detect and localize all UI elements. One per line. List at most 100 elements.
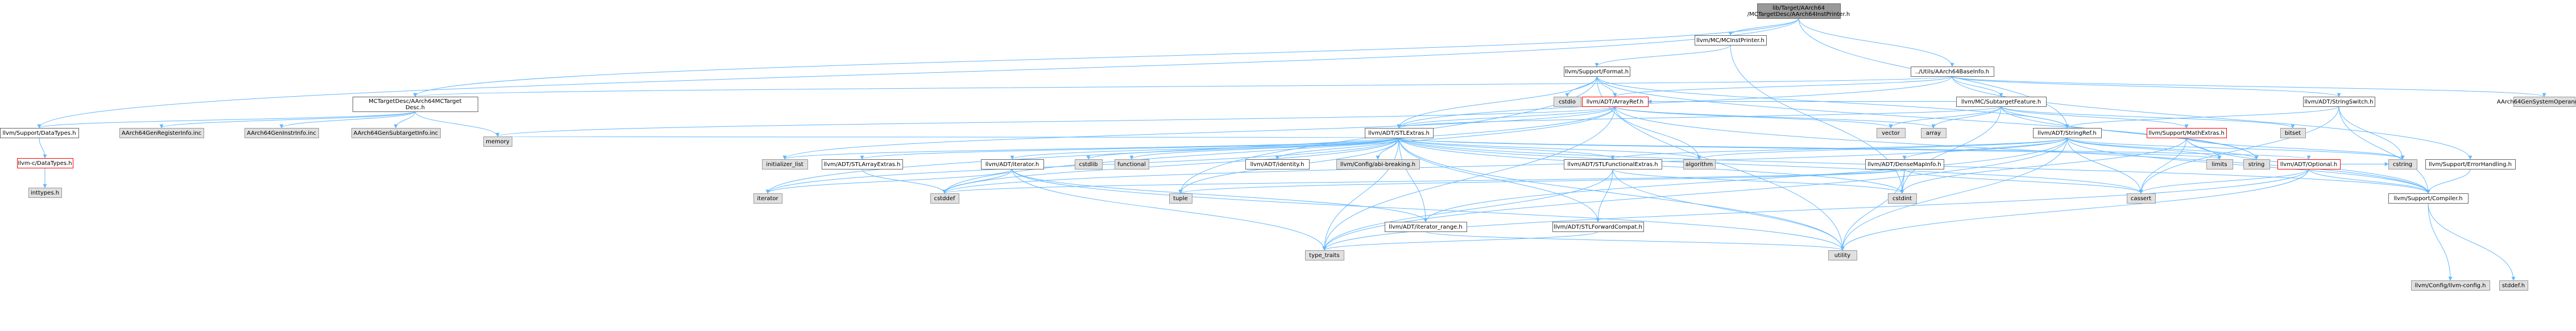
node-stringref[interactable]: llvm/ADT/StringRef.h — [2033, 128, 2102, 138]
node-cstdint[interactable]: cstdint — [1888, 193, 1917, 204]
node-label-tuple: tuple — [1173, 196, 1188, 202]
node-utility[interactable]: utility — [1828, 250, 1857, 260]
edge-densemapinfo-to-tuple — [1178, 168, 1905, 194]
node-iterator[interactable]: iterator — [753, 193, 782, 204]
node-label-mcinstprinter: llvm/MC/MCInstPrinter.h — [1696, 38, 1764, 44]
node-cassert[interactable]: cassert — [2127, 193, 2156, 204]
node-box-stlforward — [1552, 222, 1644, 232]
node-label-optional: llvm/ADT/Optional.h — [2280, 162, 2337, 168]
edge-format-to-string — [1596, 76, 2259, 160]
node-box-array — [1921, 128, 1947, 138]
node-mathextras[interactable]: llvm/Support/MathExtras.h — [2147, 128, 2227, 138]
node-label-stddef: stddef.h — [2502, 283, 2525, 289]
node-label-iteratorh: llvm/ADT/iterator.h — [985, 162, 1039, 168]
node-label-llvmdatatypes: llvm-c/DataTypes.h — [18, 160, 72, 167]
node-mcinstprinter[interactable]: llvm/MC/MCInstPrinter.h — [1695, 35, 1767, 45]
node-root[interactable]: lib/Target/AArch64/MCTargetDesc/AArch64I… — [1747, 3, 1850, 19]
node-stringswitch[interactable]: llvm/ADT/StringSwitch.h — [2303, 97, 2375, 107]
node-box-datatypes — [0, 128, 79, 138]
node-typetraits[interactable]: type_traits — [1305, 250, 1344, 260]
edge-basicinfo-to-stlextras — [1397, 76, 1953, 129]
edge-stlextras-to-stlfunctional — [1398, 137, 1615, 160]
node-label-arrayref: llvm/ADT/ArrayRef.h — [1587, 99, 1644, 105]
node-memory[interactable]: memory — [483, 136, 512, 147]
node-llvmconfig[interactable]: llvm/Config/llvm-config.h — [2411, 280, 2490, 291]
node-sysoperands[interactable]: AArch64GenSystemOperands.inc — [2497, 97, 2576, 107]
node-box-optional — [2277, 159, 2341, 169]
node-stlfunctional[interactable]: llvm/ADT/STLFunctionalExtras.h — [1564, 159, 1662, 169]
node-array[interactable]: array — [1921, 128, 1947, 138]
node-errorhandling[interactable]: llvm/Support/ErrorHandling.h — [2425, 159, 2516, 169]
edge-mathextras-to-limits — [2186, 137, 2222, 160]
edge-arrayref-to-array — [1614, 106, 1936, 129]
node-algorithm[interactable]: algorithm — [1683, 159, 1716, 169]
node-compiler[interactable]: llvm/Support/Compiler.h — [2388, 193, 2469, 204]
node-llvmdatatypes[interactable]: llvm-c/DataTypes.h — [17, 158, 73, 168]
node-stlarrayextras[interactable]: llvm/ADT/STLArrayExtras.h — [822, 159, 903, 169]
node-label-limits: limits — [2211, 162, 2227, 168]
node-cstdio[interactable]: cstdio — [1554, 97, 1581, 107]
node-genregisterinfo[interactable]: AArch64GenRegisterInfo.inc — [119, 128, 204, 138]
node-cstddef[interactable]: cstddef — [930, 193, 959, 204]
node-abibreaking[interactable]: llvm/Config/abi-breaking.h — [1336, 159, 1420, 169]
node-label-cstdio: cstdio — [1559, 99, 1576, 105]
edge-stlfunctional-to-typetraits — [1322, 168, 1613, 251]
node-cstring[interactable]: cstring — [2388, 159, 2417, 169]
node-stlforward[interactable]: llvm/ADT/STLForwardCompat.h — [1552, 222, 1644, 232]
node-label-stringswitch: llvm/ADT/StringSwitch.h — [2304, 99, 2373, 105]
node-box-sysoperands — [2513, 97, 2575, 107]
edge-arrayref-to-algorithm — [1614, 106, 1701, 160]
node-stddef[interactable]: stddef.h — [2499, 280, 2528, 291]
node-stlextras[interactable]: llvm/ADT/STLExtras.h — [1365, 128, 1434, 138]
node-label-cassert: cassert — [2131, 196, 2151, 202]
node-cstdlib[interactable]: cstdlib — [1075, 159, 1103, 169]
edge-densemapinfo-to-utility — [1840, 168, 1905, 251]
node-gensubtargetinfo[interactable]: AArch64GenSubtargetInfo.inc — [351, 128, 441, 138]
node-label-geninstrinfo: AArch64GenInstrInfo.inc — [247, 130, 316, 136]
node-iteratorh[interactable]: llvm/ADT/iterator.h — [981, 159, 1044, 169]
node-box-stringswitch — [2303, 97, 2375, 107]
node-string[interactable]: string — [2243, 159, 2270, 169]
node-inttypes[interactable]: inttypes.h — [28, 188, 62, 198]
node-bitset[interactable]: bitset — [2280, 128, 2306, 138]
node-subtargetfeature[interactable]: llvm/MC/SubtargetFeature.h — [1956, 97, 2047, 107]
node-datatypes[interactable]: llvm/Support/DataTypes.h — [0, 128, 79, 138]
node-label-cstddef: cstddef — [934, 196, 955, 202]
node-label-array: array — [1926, 130, 1941, 136]
node-identity[interactable]: llvm/ADT/identity.h — [1245, 159, 1310, 169]
node-label-cstdlib: cstdlib — [1079, 162, 1098, 168]
node-optional[interactable]: llvm/ADT/Optional.h — [2277, 159, 2341, 169]
node-densemapinfo[interactable]: llvm/ADT/DenseMapInfo.h — [1865, 159, 1944, 169]
node-label-inttypes: inttypes.h — [31, 190, 59, 196]
edge-stringswitch-to-compiler — [2338, 106, 2430, 194]
node-box-cstdint — [1888, 193, 1917, 204]
edge-arrayref-to-compiler — [1614, 106, 2430, 194]
edge-optional-to-typetraits — [1322, 168, 2309, 251]
node-functional[interactable]: functional — [1115, 159, 1149, 169]
node-label-abibreaking: llvm/Config/abi-breaking.h — [1340, 162, 1415, 168]
node-box-utility — [1828, 250, 1857, 260]
node-label-mathextras: llvm/Support/MathExtras.h — [2148, 130, 2225, 136]
node-vector[interactable]: vector — [1877, 128, 1906, 138]
edge-stringswitch-to-stringref — [2065, 106, 2339, 129]
node-label-cstdint: cstdint — [1892, 196, 1912, 202]
edge-basicinfo-to-sysoperands — [1952, 76, 2546, 97]
node-label-stlforward: llvm/ADT/STLForwardCompat.h — [1554, 224, 1642, 230]
node-box-format — [1564, 67, 1630, 77]
edge-arrayref-to-stlextras — [1397, 106, 1616, 129]
node-label-genregisterinfo: AArch64GenRegisterInfo.inc — [122, 130, 201, 136]
node-limits[interactable]: limits — [2206, 159, 2233, 169]
node-tuple[interactable]: tuple — [1169, 193, 1192, 204]
node-box-cstddef — [930, 193, 959, 204]
node-box-cstring — [2388, 159, 2417, 169]
edge-format-to-stlextras — [1397, 76, 1597, 129]
node-label-bitset: bitset — [2285, 130, 2301, 136]
node-basicinfo[interactable]: ../Utils/AArch64BaseInfo.h — [1911, 67, 1994, 77]
node-format[interactable]: llvm/Support/Format.h — [1564, 67, 1630, 77]
node-initlist[interactable]: initializer_list — [762, 159, 808, 169]
node-geninstrinfo[interactable]: AArch64GenInstrInfo.inc — [245, 128, 319, 138]
node-iteratorrange[interactable]: llvm/ADT/iterator_range.h — [1385, 222, 1467, 232]
node-arrayref[interactable]: llvm/ADT/ArrayRef.h — [1582, 97, 1649, 107]
edge-basicinfo-to-arrayref — [1613, 76, 1953, 97]
